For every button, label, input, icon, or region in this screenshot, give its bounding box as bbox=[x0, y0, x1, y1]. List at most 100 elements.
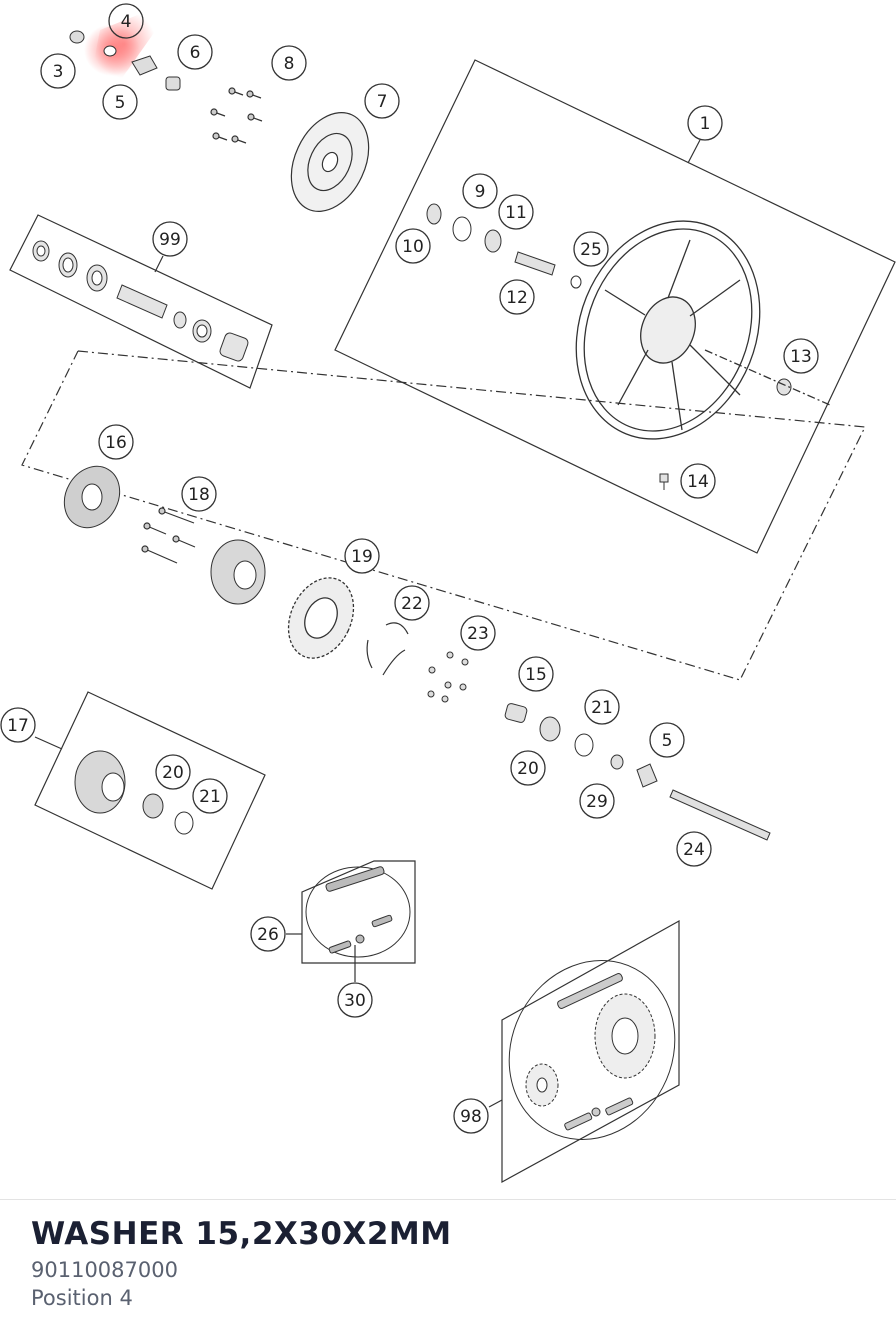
callout-circle bbox=[155, 754, 191, 790]
part-24-axle[interactable] bbox=[669, 789, 771, 841]
part-23-nuts[interactable] bbox=[427, 651, 469, 703]
callout-21[interactable]: 21 bbox=[192, 778, 228, 814]
callout-9[interactable]: 9 bbox=[462, 173, 498, 209]
part-10-seal[interactable] bbox=[426, 203, 442, 225]
callout-7[interactable]: 7 bbox=[364, 83, 400, 119]
callout-circle bbox=[250, 916, 286, 952]
callout-number: 23 bbox=[467, 624, 489, 644]
callout-circle bbox=[364, 83, 400, 119]
callout-99[interactable]: 99 bbox=[152, 221, 188, 257]
callout-11[interactable]: 11 bbox=[498, 194, 534, 230]
callout-circle bbox=[102, 84, 138, 120]
callout-15[interactable]: 15 bbox=[518, 656, 554, 692]
callout-circle bbox=[40, 53, 76, 89]
callout-number: 17 bbox=[7, 716, 29, 736]
part-25-ring[interactable] bbox=[570, 275, 582, 289]
chain-set-frame-98 bbox=[501, 919, 680, 1184]
callout-number: 5 bbox=[662, 731, 673, 751]
callout-number: 12 bbox=[506, 288, 528, 308]
rear-wheel-rim[interactable] bbox=[544, 193, 831, 467]
callout-20[interactable]: 20 bbox=[510, 750, 546, 786]
callout-number: 13 bbox=[790, 347, 812, 367]
part-15-spacer[interactable] bbox=[504, 703, 528, 724]
part-3-nut[interactable] bbox=[69, 30, 85, 44]
callout-number: 99 bbox=[159, 230, 181, 250]
part-19-sprocket[interactable] bbox=[276, 567, 366, 668]
callout-circle bbox=[395, 228, 431, 264]
part-info-panel: WASHER 15,2X30X2MM 90110087000 Position … bbox=[31, 1212, 876, 1312]
callout-number: 20 bbox=[517, 759, 539, 779]
callout-21[interactable]: 21 bbox=[584, 689, 620, 725]
callout-4[interactable]: 4 bbox=[108, 3, 144, 39]
bearing-kit-frame-99 bbox=[9, 214, 273, 389]
callout-19[interactable]: 19 bbox=[344, 538, 380, 574]
callout-3[interactable]: 3 bbox=[40, 53, 76, 89]
callout-circle bbox=[453, 1098, 489, 1134]
callout-12[interactable]: 12 bbox=[499, 279, 535, 315]
part-5-chain-adjuster[interactable] bbox=[131, 55, 158, 76]
callout-17[interactable]: 17 bbox=[0, 707, 36, 743]
callout-number: 3 bbox=[53, 62, 64, 82]
part-20-bearing[interactable] bbox=[539, 716, 561, 742]
part-8-bolts[interactable] bbox=[210, 87, 263, 144]
callout-number: 11 bbox=[505, 203, 527, 223]
sprocket-carrier[interactable] bbox=[210, 539, 266, 605]
callout-number: 18 bbox=[188, 485, 210, 505]
callout-22[interactable]: 22 bbox=[394, 585, 430, 621]
part-21-seal[interactable] bbox=[574, 733, 594, 757]
callout-25[interactable]: 25 bbox=[573, 231, 609, 267]
callout-circle bbox=[0, 707, 36, 743]
callout-14[interactable]: 14 bbox=[680, 463, 716, 499]
callout-number: 21 bbox=[591, 698, 613, 718]
callout-8[interactable]: 8 bbox=[271, 45, 307, 81]
callout-16[interactable]: 16 bbox=[98, 424, 134, 460]
callout-13[interactable]: 13 bbox=[783, 338, 819, 374]
callout-circle bbox=[687, 105, 723, 141]
part-18-bolts[interactable] bbox=[141, 507, 196, 564]
callout-circle bbox=[344, 538, 380, 574]
callout-30[interactable]: 30 bbox=[337, 982, 373, 1018]
part-9-circlip[interactable] bbox=[452, 216, 472, 242]
callout-26[interactable]: 26 bbox=[250, 916, 286, 952]
callout-number: 1 bbox=[700, 114, 711, 134]
callout-29[interactable]: 29 bbox=[579, 783, 615, 819]
callout-5[interactable]: 5 bbox=[649, 722, 685, 758]
part-6-spacer[interactable] bbox=[165, 76, 181, 91]
callout-number: 19 bbox=[351, 547, 373, 567]
callout-23[interactable]: 23 bbox=[460, 615, 496, 651]
part-7-brake-disc[interactable] bbox=[276, 100, 383, 224]
callout-number: 7 bbox=[377, 92, 388, 112]
callout-labels: 1345678910111213141516171819202122232425… bbox=[0, 3, 819, 1134]
callout-circle bbox=[573, 231, 609, 267]
part-4-washer[interactable] bbox=[103, 45, 117, 57]
part-29-washer[interactable] bbox=[610, 754, 624, 770]
callout-18[interactable]: 18 bbox=[181, 476, 217, 512]
hub-group-dashed-frame bbox=[21, 350, 866, 681]
part-12-spacer-tube[interactable] bbox=[514, 251, 556, 276]
callout-number: 8 bbox=[284, 54, 295, 74]
callout-98[interactable]: 98 bbox=[453, 1098, 489, 1134]
callout-1[interactable]: 1 bbox=[687, 105, 723, 141]
callout-number: 24 bbox=[683, 840, 705, 860]
divider bbox=[0, 1199, 896, 1200]
part-5-chain-adjuster-right[interactable] bbox=[636, 763, 658, 788]
callout-number: 22 bbox=[401, 594, 423, 614]
part-14-valve[interactable] bbox=[659, 473, 669, 490]
callout-6[interactable]: 6 bbox=[177, 34, 213, 70]
callout-number: 4 bbox=[121, 12, 132, 32]
callout-circle bbox=[108, 3, 144, 39]
callout-circle bbox=[192, 778, 228, 814]
leader-lines bbox=[34, 139, 701, 1108]
part-16-damper[interactable] bbox=[53, 456, 130, 537]
callout-5[interactable]: 5 bbox=[102, 84, 138, 120]
callout-circle bbox=[98, 424, 134, 460]
part-11-bearing[interactable] bbox=[484, 229, 502, 253]
callout-number: 16 bbox=[105, 433, 127, 453]
callout-24[interactable]: 24 bbox=[676, 831, 712, 867]
part-22-locking-plates[interactable] bbox=[366, 622, 409, 676]
callout-number: 14 bbox=[687, 472, 709, 492]
callout-20[interactable]: 20 bbox=[155, 754, 191, 790]
callout-10[interactable]: 10 bbox=[395, 228, 431, 264]
callout-number: 9 bbox=[475, 182, 486, 202]
callout-circle bbox=[152, 221, 188, 257]
